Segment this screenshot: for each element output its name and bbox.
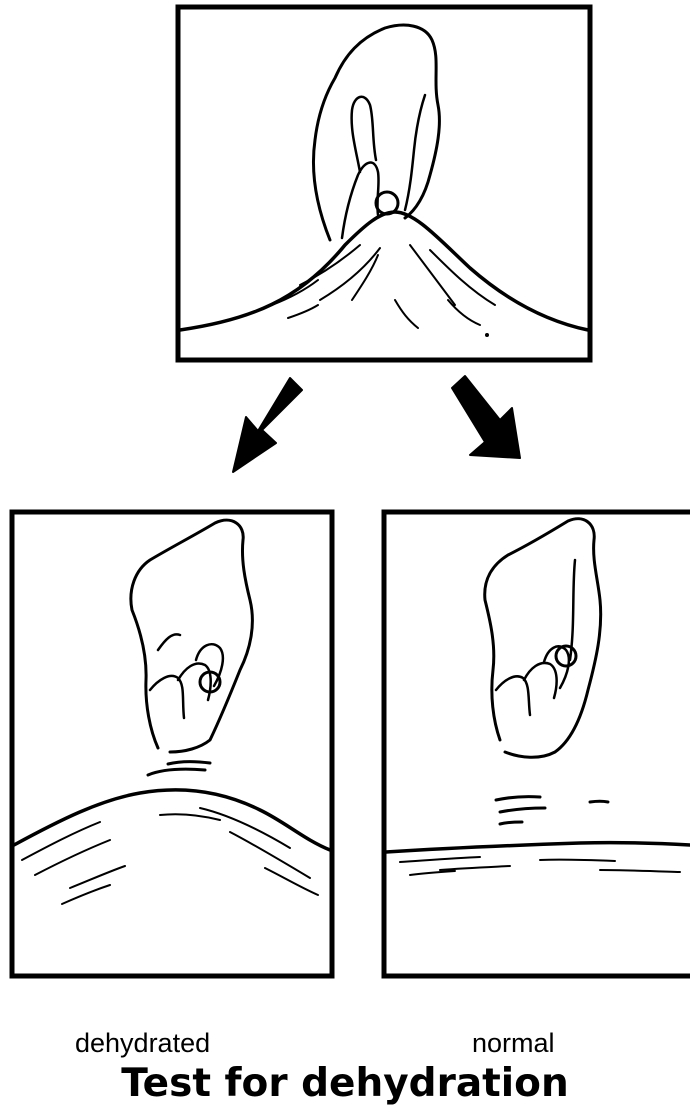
- skin-texture: [22, 808, 318, 904]
- right-panel: [384, 512, 690, 976]
- flat-skin-icon: [386, 519, 690, 875]
- caption-normal: normal: [472, 1028, 555, 1059]
- figure-title: Test for dehydration: [0, 1061, 690, 1106]
- hand-outline: [131, 520, 253, 752]
- right-panel-frame: [384, 512, 690, 976]
- hand-outline: [485, 519, 601, 758]
- pinched-skin-fold-icon: [180, 25, 588, 337]
- left-panel: [12, 512, 332, 976]
- skin-texture: [400, 857, 680, 875]
- skin-tent-outline: [180, 212, 588, 330]
- top-panel: [178, 7, 590, 360]
- skin-texture: [272, 245, 495, 328]
- split-arrows: [233, 376, 520, 472]
- pinch-bulb: [376, 192, 398, 214]
- hand-fingers: [496, 560, 575, 715]
- tent-marks: [148, 762, 210, 775]
- left-panel-frame: [12, 512, 332, 976]
- slow-returning-skin-icon: [14, 520, 330, 904]
- caption-dehydrated: dehydrated: [75, 1028, 210, 1059]
- skin-flat-outline: [386, 843, 690, 852]
- skin-hump-outline: [14, 790, 330, 850]
- arrow-down-right-icon: [452, 376, 520, 458]
- hand-fingers: [150, 634, 223, 718]
- skin-dot: [485, 333, 489, 337]
- arrow-down-left-icon: [233, 378, 302, 472]
- tent-marks: [496, 797, 608, 824]
